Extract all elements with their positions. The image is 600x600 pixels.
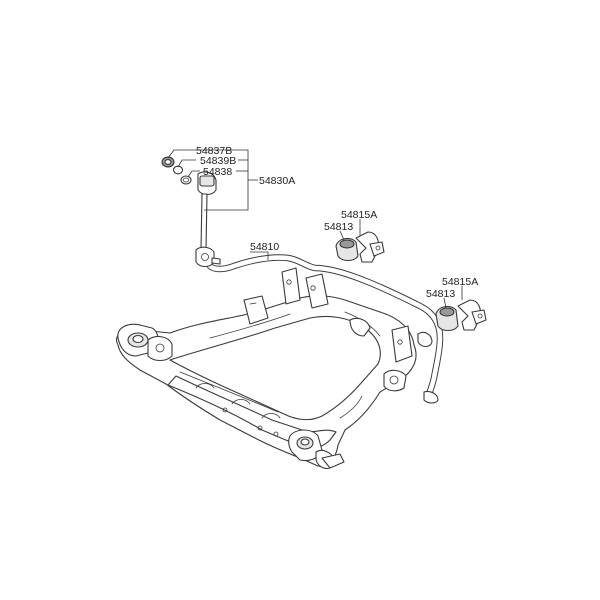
part-labels: 54837B 54839B 54838 54830A 54810 54815A … [196,145,478,300]
front-subframe [116,267,417,470]
label-54830A: 54830A [259,175,295,187]
leader-lines [167,149,463,309]
stabilizer-link [161,156,221,268]
stabilizer-bar [206,254,444,404]
bushing-bracket-assembly-1 [335,231,385,263]
label-54815A-upper: 54815A [341,209,377,221]
label-54837B: 54837B [196,145,232,157]
label-54815A-right: 54815A [442,276,478,288]
label-54839B: 54839B [200,155,236,167]
label-54813-right: 54813 [426,288,455,300]
label-54810: 54810 [250,241,279,253]
label-54838: 54838 [203,166,232,178]
bushing-bracket-assembly-2 [435,299,487,332]
label-54813-upper: 54813 [324,221,353,233]
